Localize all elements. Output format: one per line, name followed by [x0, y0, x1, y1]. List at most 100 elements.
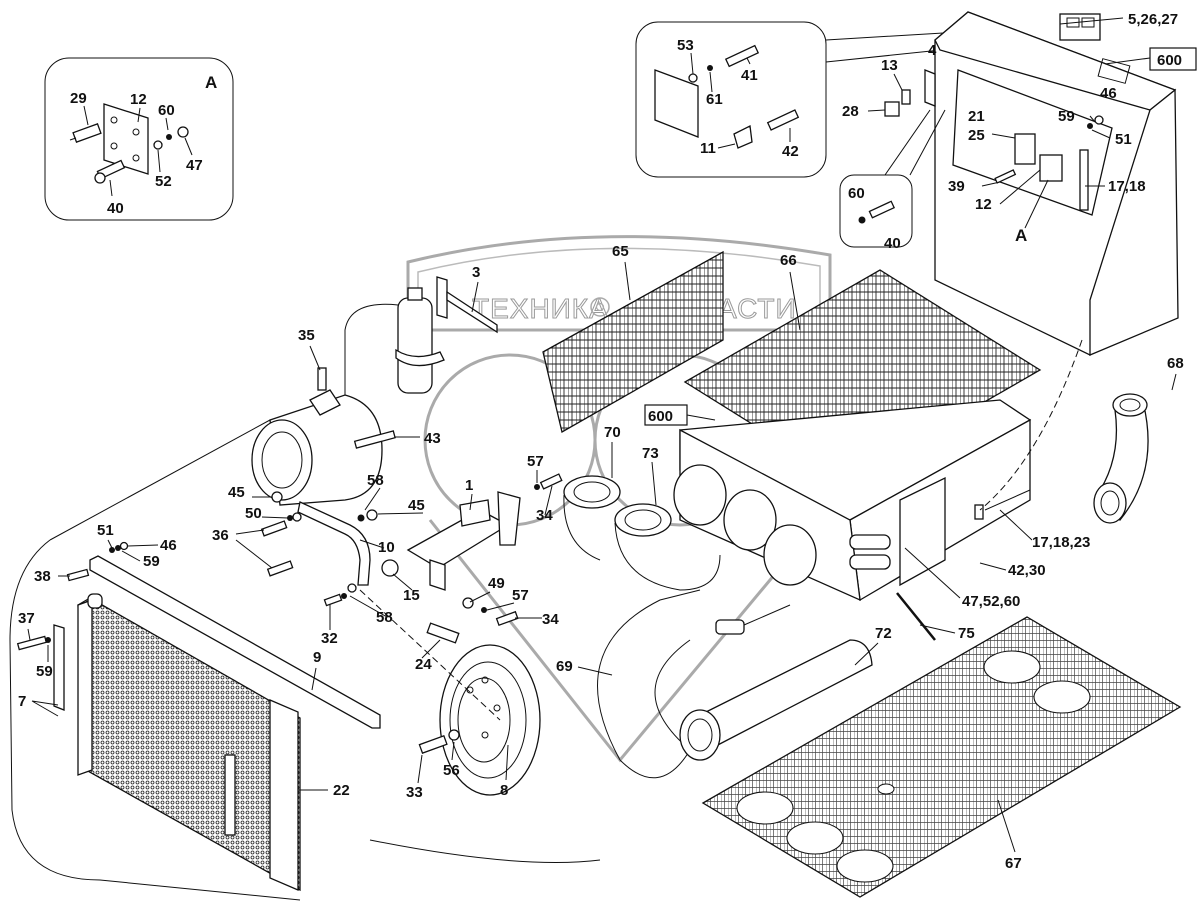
support-bar-icon [89, 555, 381, 729]
spacer-icon [381, 559, 399, 577]
key-icon [426, 622, 460, 644]
part-label: 41 [741, 67, 758, 84]
part-label: 13 [881, 57, 898, 74]
inset-a: A 29 12 60 47 52 40 [44, 57, 234, 221]
part-label: 24 [415, 656, 432, 673]
part-label: 17,18,23 [1032, 534, 1090, 551]
part-label: 43 [424, 430, 441, 447]
part-label: 47,52,60 [962, 593, 1020, 610]
hose-icon [1093, 393, 1149, 524]
part-label: 15 [403, 587, 420, 604]
part-label: 34 [536, 507, 553, 524]
part-label: 36 [212, 527, 229, 544]
compressor-icon [251, 367, 383, 506]
part-label: 11 [700, 140, 716, 157]
part-label: 60 [158, 102, 175, 119]
part-label: 57 [527, 453, 544, 470]
part-label: 75 [958, 625, 975, 642]
nut-icon [271, 491, 283, 503]
part-label: 4 [928, 42, 937, 59]
part-label: 66 [780, 252, 797, 269]
part-label: 58 [376, 609, 393, 626]
washer-icon [153, 140, 163, 150]
ref-box-label: 600 [1157, 52, 1182, 69]
part-label: 9 [313, 649, 321, 666]
part-label: 39 [948, 178, 965, 195]
receiver-drier-icon [344, 287, 445, 420]
tensioner-arm-icon [297, 501, 371, 586]
part-label: 51 [1115, 131, 1132, 148]
ref-box [1149, 47, 1197, 71]
part-label: 58 [367, 472, 384, 489]
part-label: 7 [18, 693, 26, 710]
bolt-icon [353, 430, 396, 449]
part-label: A [1015, 226, 1027, 245]
part-label: 3 [472, 264, 480, 281]
part-label: 21 [968, 108, 985, 125]
part-label: 33 [406, 784, 423, 801]
part-label: 8 [500, 782, 508, 799]
part-label: 37 [18, 610, 35, 627]
watermark-text-left: ТЕХНИКА [472, 293, 609, 324]
part-label: 34 [542, 611, 559, 628]
gear-icon [590, 297, 610, 317]
part-label: 50 [245, 505, 262, 522]
part-label: 40 [107, 200, 124, 217]
part-label: 46 [1100, 85, 1117, 102]
nut-icon [366, 509, 378, 521]
part-label: 28 [842, 103, 859, 120]
angle-bracket-icon [733, 125, 753, 149]
inset-bracket: 53 41 61 11 42 [635, 21, 961, 178]
part-label: 40 [884, 235, 901, 252]
part-label: 45 [408, 497, 425, 514]
part-label: 47 [186, 157, 203, 174]
part-label: 59 [143, 553, 160, 570]
bolt-icon [94, 159, 126, 184]
part-label: 5,26,27 [1128, 11, 1178, 28]
washer-icon [166, 134, 172, 140]
side-strip-icon [53, 624, 65, 711]
part-label: 70 [604, 424, 621, 441]
part-label: 45 [228, 484, 245, 501]
relay-icon [1014, 133, 1036, 165]
part-label: 73 [642, 445, 659, 462]
part-label: 29 [70, 90, 87, 107]
hose-icon [563, 464, 817, 591]
part-label: 68 [1167, 355, 1184, 372]
block-icon [884, 101, 900, 117]
inset-bolt [839, 174, 913, 248]
part-label: 61 [706, 91, 723, 108]
part-label: 69 [556, 658, 573, 675]
condenser-radiator-icon [77, 593, 301, 892]
part-label: 65 [612, 243, 629, 260]
sensor-icon [69, 123, 102, 143]
part-label: 59 [1058, 108, 1075, 125]
part-label: 12 [130, 91, 147, 108]
bolt-icon [418, 734, 448, 754]
part-label: 67 [1005, 855, 1022, 872]
part-label: 56 [443, 762, 460, 779]
inset-a-title: A [205, 73, 217, 92]
part-label: 42,30 [1008, 562, 1046, 579]
filter-mat-icon [542, 250, 724, 433]
hose-icon [597, 589, 873, 779]
part-label: 32 [321, 630, 338, 647]
part-label: 46 [160, 537, 177, 554]
part-label: 25 [968, 127, 985, 144]
part-label: 22 [333, 782, 350, 799]
valve-icon [715, 604, 791, 635]
part-label: 49 [488, 575, 505, 592]
control-cabinet-icon: 60 40 600 5,26,27 4 13 28 21 25 59 46 51… [839, 11, 1197, 356]
part-label: 53 [677, 37, 694, 54]
part-label: 12 [975, 196, 992, 213]
nut-icon [177, 126, 189, 138]
drain-tube-icon [896, 592, 936, 641]
ref-box-label: 600 [648, 408, 673, 425]
part-label: 38 [34, 568, 51, 585]
plate-icon [103, 103, 149, 175]
part-label: 10 [378, 539, 395, 556]
part-label: 42 [782, 143, 799, 160]
cover-plate-icon [654, 69, 699, 138]
part-label: 52 [155, 173, 172, 190]
